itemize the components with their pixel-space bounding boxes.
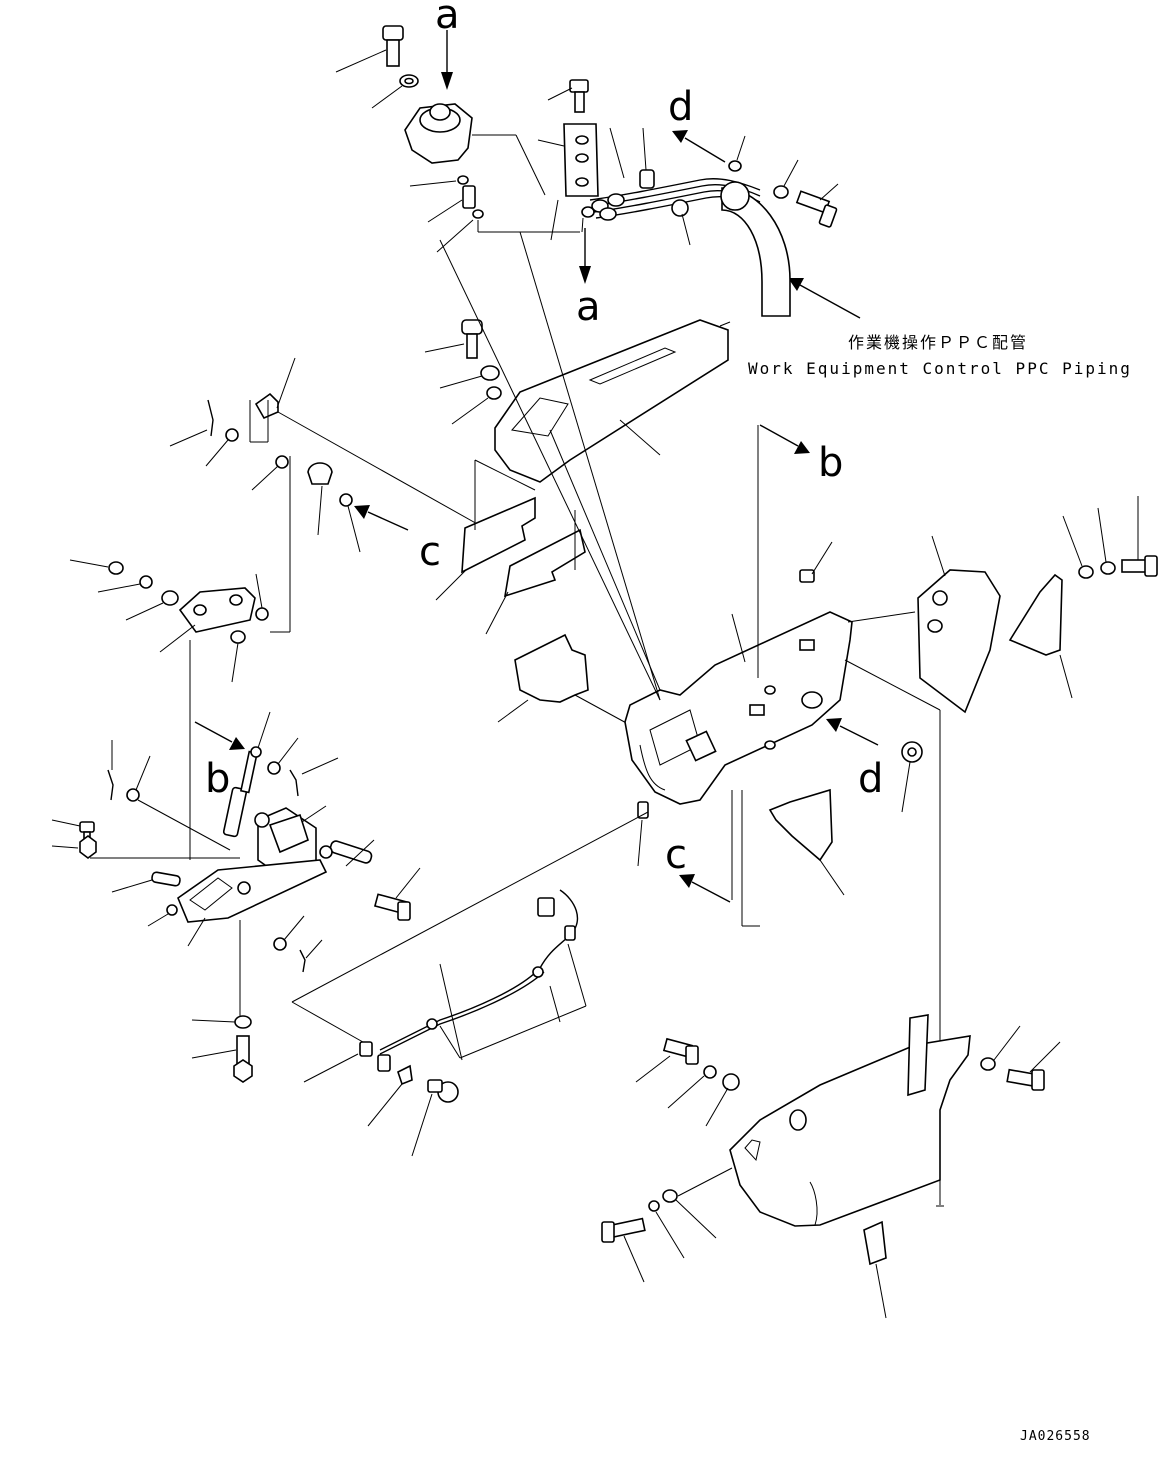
washer-lower-left <box>126 755 231 851</box>
washer-far-left-2 <box>97 575 153 593</box>
ref-letter-c-mid: c <box>665 832 687 878</box>
wiring-harness <box>291 889 587 1061</box>
lower-cover <box>729 1014 971 1227</box>
lower-cover-washer-right <box>980 1025 1021 1071</box>
lower-shield-plate <box>768 788 845 896</box>
shield-plate-right <box>485 510 586 635</box>
gas-spring <box>222 711 271 838</box>
arrow-a-mid <box>579 228 591 284</box>
cotter-pin-left <box>107 740 114 801</box>
arrow-c-left <box>354 505 409 531</box>
lower-cover-washer-upper <box>667 1065 717 1109</box>
ref-letter-b-top: b <box>818 440 843 486</box>
arrow-d-right <box>826 718 879 746</box>
ppc-valve <box>404 103 546 196</box>
console-cover-bolt <box>424 319 483 359</box>
bolt-bottom <box>191 1035 253 1083</box>
washer-bottom <box>191 1015 252 1029</box>
frame-bolt-small <box>799 541 833 583</box>
arrow-ppc-callout <box>788 278 861 319</box>
console-frame <box>439 231 941 1045</box>
ppc-valve-bolt <box>335 25 404 73</box>
lower-cover-bolt-left <box>601 1217 646 1283</box>
lower-cover-nut <box>705 1073 740 1127</box>
heat-shield-plate <box>497 633 631 726</box>
washer-spring <box>267 737 299 775</box>
link-bracket-upper <box>249 357 489 531</box>
bushing-lower <box>230 630 246 683</box>
lower-cover-bracket <box>863 1220 887 1319</box>
hose-clamp <box>609 127 655 189</box>
callout-japanese: 作業機操作ＰＰＣ配管 <box>848 333 1028 352</box>
lower-cover-washer-left-2 <box>648 1200 685 1259</box>
lower-cover-bolt-upper <box>635 1037 699 1083</box>
hose-bracket <box>537 123 599 197</box>
arrow-b-left <box>194 721 245 750</box>
bolt-small-left <box>147 904 178 927</box>
pin-long <box>319 839 375 867</box>
harness-clip-left <box>303 1041 373 1083</box>
ref-letter-d-right: d <box>858 756 883 802</box>
harness-clip <box>367 1054 413 1127</box>
link-plate <box>159 587 256 653</box>
hose-bolt <box>795 183 839 228</box>
washer-clip <box>339 493 361 553</box>
o-ring-lower <box>436 209 580 253</box>
right-cover-bolt <box>1121 496 1158 577</box>
console-cover-washer-lower <box>451 386 502 425</box>
lower-cover-washer-left <box>662 1167 733 1239</box>
hose-band <box>671 199 691 246</box>
lock-plate <box>177 859 328 947</box>
right-cover-spring-washer <box>1062 515 1094 579</box>
ref-letter-d-top: d <box>668 84 693 130</box>
right-cover-washer <box>1097 507 1116 575</box>
washer-link <box>189 456 291 860</box>
arrow-c-mid <box>679 874 731 903</box>
arrow-b-top <box>759 424 810 454</box>
elbow-fitting <box>427 185 476 223</box>
nut <box>51 835 240 859</box>
clip <box>307 462 333 536</box>
console-top-cover <box>494 319 731 483</box>
hose-washer <box>773 159 799 199</box>
ppc-piping-hose <box>720 135 791 317</box>
o-ring-small <box>409 175 469 187</box>
harness-bolt <box>411 1079 459 1157</box>
bushing <box>125 590 179 621</box>
frame-collar <box>901 741 923 813</box>
console-cover-washer <box>439 365 500 389</box>
washer-far-left <box>69 559 124 575</box>
callout-english: Work Equipment Control PPC Piping <box>748 359 1132 378</box>
washer-mid-left <box>251 455 289 491</box>
drawing-id: JA026558 <box>1020 1429 1091 1444</box>
hose-bundle <box>550 178 763 241</box>
ref-letter-a-mid: a <box>576 284 601 330</box>
small-clip-lower <box>291 801 649 1003</box>
lower-cover-bolt-right <box>1006 1041 1061 1091</box>
bracket-bolt <box>547 79 589 113</box>
lock-bolt <box>373 867 421 921</box>
ppc-valve-washer <box>371 74 419 109</box>
arrow-d-top <box>672 130 726 163</box>
cotter-pin-upper <box>169 399 214 447</box>
washer-upper-left <box>205 428 239 467</box>
right-side-cover <box>917 535 1001 714</box>
arrow-a-top <box>441 30 453 90</box>
ref-letter-c-left: c <box>419 529 441 575</box>
ref-letter-b-left: b <box>205 756 230 802</box>
cotter-pin-plate <box>299 939 323 973</box>
cotter-pin-spring <box>289 757 339 797</box>
right-side-bracket <box>1008 573 1073 699</box>
washer-plate <box>239 915 305 1016</box>
shield-plate-left <box>435 459 536 601</box>
pin-left <box>111 871 181 893</box>
